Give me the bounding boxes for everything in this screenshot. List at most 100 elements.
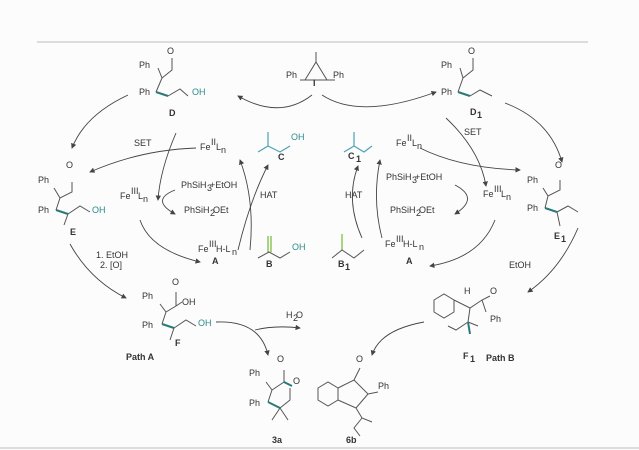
product-6b: O Ph 6b (317, 354, 389, 445)
label-oh: OH (291, 132, 305, 142)
label-n: n (232, 247, 237, 257)
label-fe: Fe (385, 239, 396, 249)
label-ph: Ph (378, 381, 389, 391)
label-oh: OH (192, 87, 206, 97)
label-oh: OH (182, 297, 196, 307)
structure-B: B OH (257, 236, 306, 269)
label-sub: 2 (293, 313, 298, 323)
label-ph: Ph (38, 205, 49, 215)
label-sub: 2 (210, 208, 215, 218)
arrow-D1-to-E1 (504, 102, 564, 163)
label-etoh: EtOH (509, 260, 531, 270)
label-o: O (277, 354, 284, 364)
label-silane-tail: +EtOH (210, 180, 237, 190)
label-l: L (138, 191, 143, 201)
label-sub: 2 (416, 208, 421, 218)
label-fe: Fe (198, 244, 209, 254)
arrow-I-to-D1 (321, 91, 437, 108)
structure-I: Ph Ph I (286, 52, 344, 88)
fe-III-left: Fe III L n (120, 186, 148, 204)
structure-D1: O Ph Ph D 1 (441, 46, 493, 120)
label-ph: Ph (249, 398, 260, 408)
label-silane-tail: OEt (419, 205, 435, 215)
fe-III-hydride-right: Fe III H-L n A (385, 234, 424, 266)
arrow-E1-to-F1 (527, 227, 579, 293)
label-ph: Ph (139, 87, 150, 97)
label-hat-left: HAT (260, 190, 278, 200)
label-o: O (490, 286, 497, 296)
label-subscript: 1 (470, 354, 475, 364)
label-sub: 3 (412, 175, 417, 185)
structure-F: O Ph OH Ph OH F Path A (126, 277, 212, 362)
label-l: L (501, 189, 506, 199)
label-silane-tail: OEt (213, 205, 229, 215)
label-6b: 6b (346, 435, 357, 445)
label-silane: PhSiH (184, 205, 210, 215)
arrow-E-to-F (69, 243, 127, 299)
label-n: n (221, 145, 226, 155)
label-step-1: 1. EtOH (96, 250, 128, 260)
label-silane: PhSiH (390, 205, 416, 215)
label-ph: Ph (333, 70, 344, 80)
arrow-set-right (419, 147, 521, 173)
arrow-I-to-D (237, 94, 313, 109)
label-silane-tail: +EtOH (415, 172, 442, 182)
label-o: O (468, 46, 475, 56)
label-o: O (167, 46, 174, 56)
label-path-b: Path B (486, 353, 515, 363)
label-oh: OH (92, 205, 106, 215)
label-l: L (216, 142, 221, 152)
label-sub: 3 (207, 183, 212, 193)
label-C: C (278, 152, 285, 162)
label-o: O (66, 160, 73, 170)
label-E1: E (554, 231, 560, 241)
label-E: E (70, 227, 76, 237)
label-h: H (464, 286, 471, 296)
label-set-left: SET (134, 138, 152, 148)
label-ox-state: III (131, 186, 139, 196)
structure-C: C OH (257, 132, 305, 162)
label-n: n (419, 242, 424, 252)
label-hl: H-L (403, 239, 418, 249)
label-l: L (412, 138, 417, 148)
label-silane: PhSiH (181, 180, 207, 190)
arrow-fe-cycle-right (429, 219, 496, 268)
arrow-set-left-fe (155, 132, 177, 201)
arrow-fe-right-up (375, 159, 383, 239)
label-ph: Ph (490, 314, 501, 324)
label-ox-state: III (494, 184, 502, 194)
label-ox-state: III (396, 234, 404, 244)
label-o: O (293, 376, 300, 386)
arrow-fe-cycle-left (139, 219, 201, 264)
label-C1: C (348, 151, 355, 161)
label-o: O (356, 354, 363, 364)
label-o: O (172, 277, 179, 287)
label-ph: Ph (142, 291, 153, 301)
label-A: A (406, 256, 413, 266)
reaction-arrows (69, 91, 579, 356)
arrow-F1-to-6b (370, 321, 425, 356)
label-D: D (169, 108, 176, 118)
arrow-hat-right (351, 165, 363, 239)
structure-C1: C 1 (343, 132, 373, 164)
label-F: F (175, 338, 181, 348)
arrow-silane-left (162, 189, 176, 215)
label-n: n (417, 141, 422, 151)
label-D1: D (470, 107, 477, 117)
label-ph: Ph (38, 175, 49, 185)
label-ph: Ph (441, 87, 452, 97)
arrow-silane-right (454, 184, 468, 215)
structure-B1: B 1 (331, 234, 365, 272)
label-I: I (313, 78, 316, 88)
label-ph: Ph (527, 175, 538, 185)
label-F1: F (463, 351, 469, 361)
arrow-set-right-fe (445, 117, 488, 187)
label-ph: Ph (286, 70, 297, 80)
label-3a: 3a (272, 435, 283, 445)
fe-II-right: Fe II L n (396, 133, 422, 151)
label-subscript: 1 (477, 110, 482, 120)
label-B: B (266, 259, 273, 269)
silane-right: PhSiH 3 +EtOH PhSiH 2 OEt (386, 172, 442, 218)
label-ph: Ph (527, 203, 538, 213)
